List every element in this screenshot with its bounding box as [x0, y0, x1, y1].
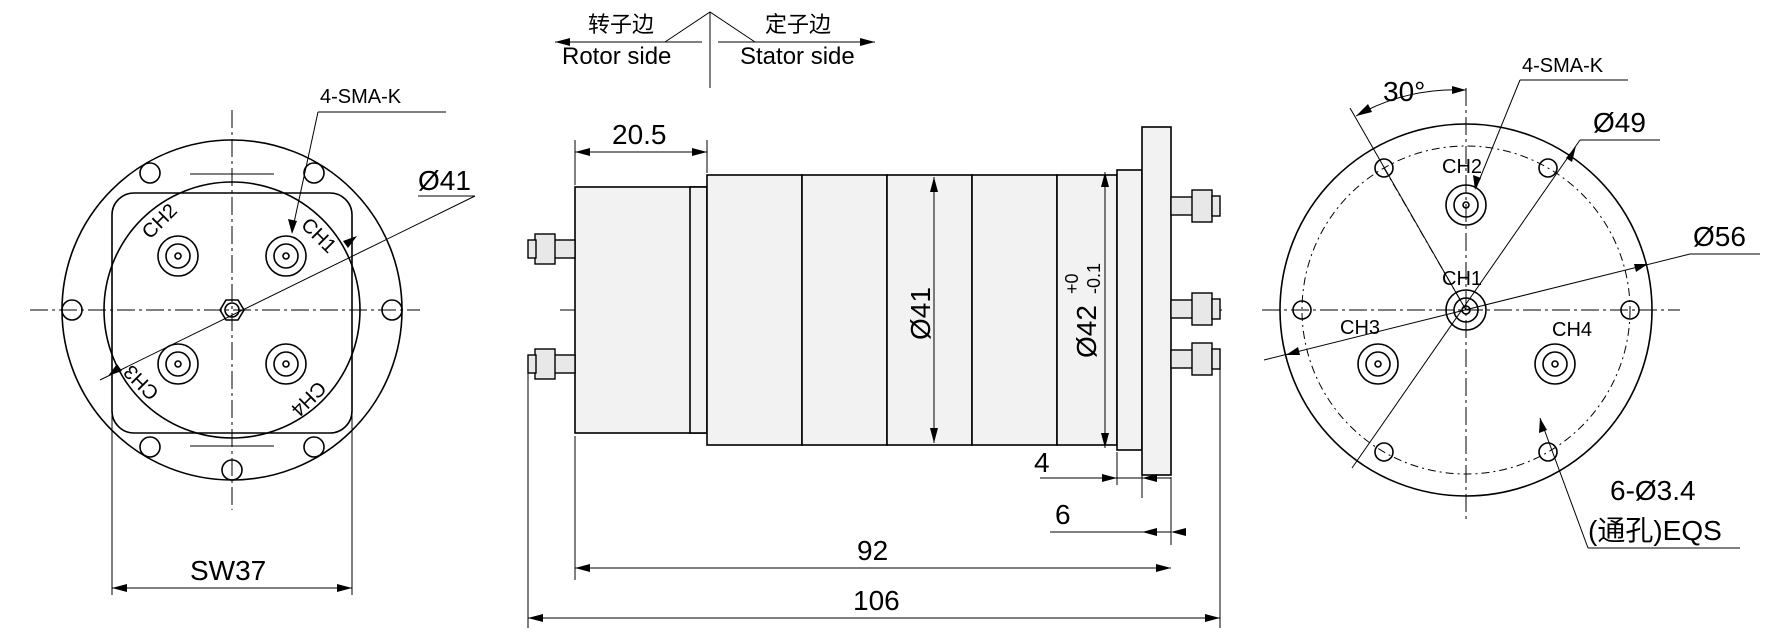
right-end-view: 30° CH2 CH1 CH3 CH4 4-SMA-K Ø49	[1262, 55, 1760, 549]
right-ch4-connector	[1534, 343, 1576, 385]
left-end-view: Ø41 4-SMA-K CH2 CH1 CH3 CH4 SW37	[30, 86, 476, 595]
rotor-connector-lower	[527, 348, 576, 380]
wrench-size-label: SW37	[190, 555, 266, 586]
left-ch4-connector	[265, 343, 307, 385]
stator-connector-1	[1170, 189, 1221, 223]
tolerance-lower: -0.1	[1084, 263, 1104, 294]
right-connector-note: 4-SMA-K	[1522, 55, 1604, 77]
body-length-label: 92	[857, 535, 888, 566]
stator-side-cn: 定子边	[765, 13, 831, 38]
side-view: 20.5 Ø41 Ø42 +0 -0.1 4 6 92	[527, 119, 1222, 628]
rotor-connector-upper	[527, 233, 576, 265]
right-ch3-connector	[1357, 343, 1399, 385]
holes-label: 6-Ø3.4	[1610, 475, 1696, 506]
rotor-side-cn: 转子边	[588, 13, 654, 38]
rotor-side-label: Rotor side	[562, 43, 671, 70]
flange-offset-label: 6	[1055, 499, 1071, 530]
right-ch2-label: CH2	[1442, 156, 1482, 178]
side-indicator: 转子边 Rotor side 定子边 Stator side	[555, 11, 875, 88]
stator-diameter-label: Ø42	[1071, 305, 1102, 358]
body-diameter-label: Ø41	[905, 287, 936, 340]
right-ch1-label: CH1	[1442, 268, 1482, 290]
left-ch1-connector	[265, 235, 307, 277]
stator-connector-2	[1170, 292, 1221, 326]
right-ch4-label: CH4	[1552, 319, 1592, 341]
tolerance-upper: +0	[1062, 273, 1082, 294]
left-diameter-label: Ø41	[418, 165, 471, 196]
stator-side-label: Stator side	[740, 43, 855, 70]
rotor-length-label: 20.5	[612, 119, 667, 150]
left-ch2-connector	[157, 235, 199, 277]
left-ch3-connector	[157, 343, 199, 385]
stator-connector-3	[1170, 342, 1221, 376]
pcd-label: Ø49	[1593, 107, 1646, 138]
flange-thickness-label: 4	[1034, 447, 1050, 478]
total-length-label: 106	[853, 585, 900, 616]
right-ch2-connector	[1445, 184, 1487, 226]
holes-note: (通孔)EQS	[1588, 515, 1722, 546]
angle-label: 30°	[1383, 76, 1425, 107]
left-ch1-label: CH1	[296, 214, 340, 258]
left-connector-note: 4-SMA-K	[320, 86, 402, 108]
flange-diameter-label: Ø56	[1693, 221, 1746, 252]
